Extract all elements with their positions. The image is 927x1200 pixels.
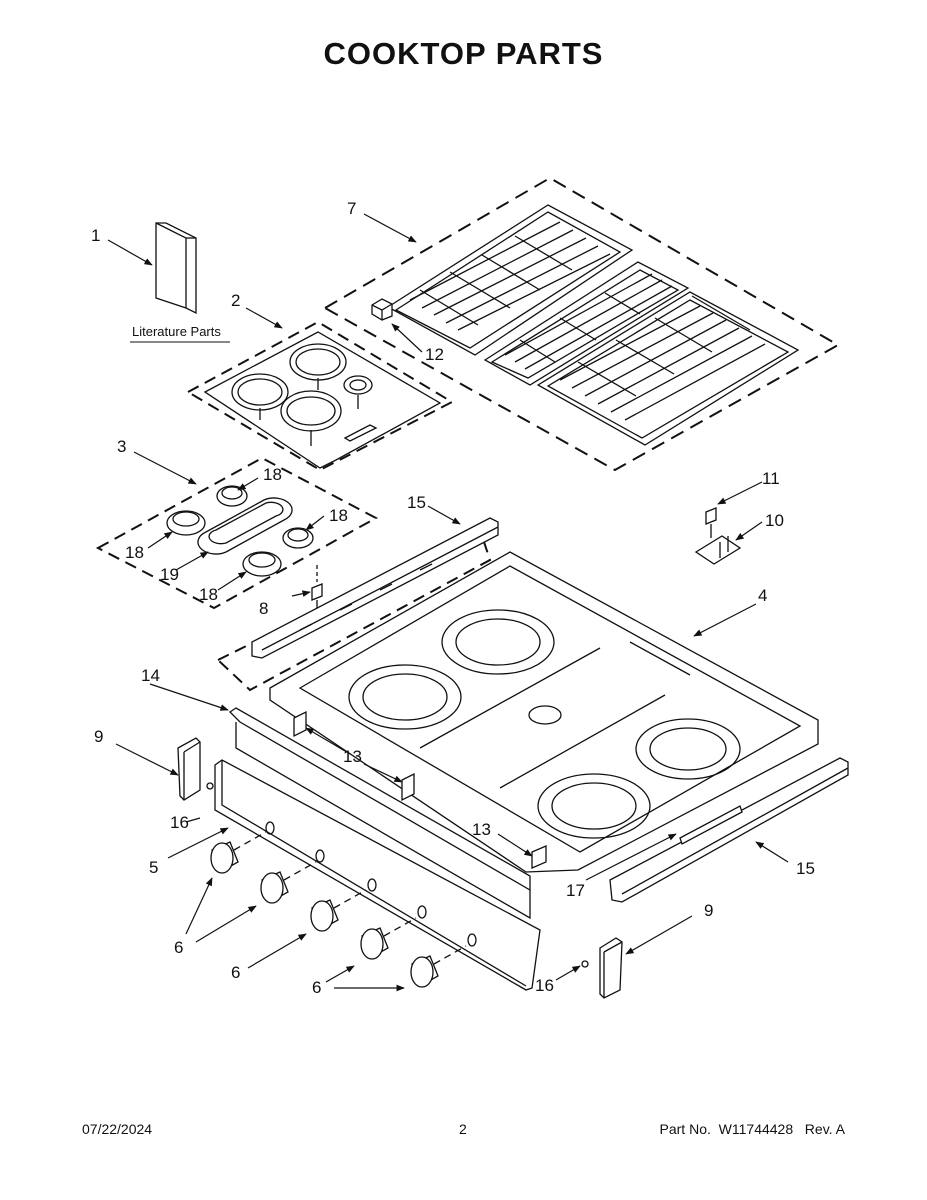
callout-10: 10 — [765, 511, 784, 530]
callout-16a: 16 — [170, 813, 189, 832]
footer-page-number: 2 — [459, 1121, 467, 1137]
footer-date: 07/22/2024 — [82, 1121, 153, 1137]
grate-foot — [371, 298, 393, 321]
callout-9b: 9 — [704, 901, 713, 920]
callout-14: 14 — [141, 666, 160, 685]
burner-heads — [166, 485, 314, 577]
callout-4: 4 — [758, 586, 767, 605]
part-number: W11744428 — [718, 1121, 794, 1137]
back-trim-rail — [251, 517, 499, 659]
footer-part-number: Part No. W11744428 Rev. A — [660, 1121, 845, 1137]
burner-surface-panel — [203, 331, 442, 469]
revision: Rev. A — [804, 1121, 845, 1137]
callout-5: 5 — [149, 858, 158, 877]
callout-13a: 13 — [343, 747, 362, 766]
callout-18b: 18 — [329, 506, 348, 525]
end-cap-left — [177, 737, 201, 801]
part-label: Part No. — [659, 1121, 711, 1137]
callout-15a: 15 — [407, 493, 426, 512]
callout-16b: 16 — [535, 976, 554, 995]
callout-6a: 6 — [174, 938, 183, 957]
literature-parts-label: Literature Parts — [132, 324, 221, 339]
control-knobs — [210, 841, 439, 988]
end-cap-right — [599, 937, 623, 999]
side-trim-rail — [609, 757, 849, 903]
callout-6c: 6 — [312, 978, 321, 997]
callout-13b: 13 — [472, 820, 491, 839]
callout-9a: 9 — [94, 727, 103, 746]
callout-18a: 18 — [263, 465, 282, 484]
callout-1: 1 — [91, 226, 100, 245]
burner-surface-box — [185, 320, 455, 472]
bracket-and-screw — [694, 507, 742, 565]
callout-3: 3 — [117, 437, 126, 456]
callout-12: 12 — [425, 345, 444, 364]
callout-15b: 15 — [796, 859, 815, 878]
callout-18c: 18 — [125, 543, 144, 562]
callout-2: 2 — [231, 291, 240, 310]
grates-group-box — [322, 176, 841, 472]
page-title: COOKTOP PARTS — [323, 36, 604, 71]
burner-heads-box — [95, 456, 379, 610]
cooktop-grates — [386, 204, 800, 446]
callout-7: 7 — [347, 199, 356, 218]
literature-booklet — [155, 222, 197, 315]
callout-8: 8 — [259, 599, 268, 618]
callout-11: 11 — [762, 469, 780, 488]
callout-17: 17 — [566, 881, 585, 900]
control-panel-front — [214, 707, 541, 991]
callout-6b: 6 — [231, 963, 240, 982]
callout-19: 19 — [160, 565, 179, 584]
callout-18d: 18 — [199, 585, 218, 604]
